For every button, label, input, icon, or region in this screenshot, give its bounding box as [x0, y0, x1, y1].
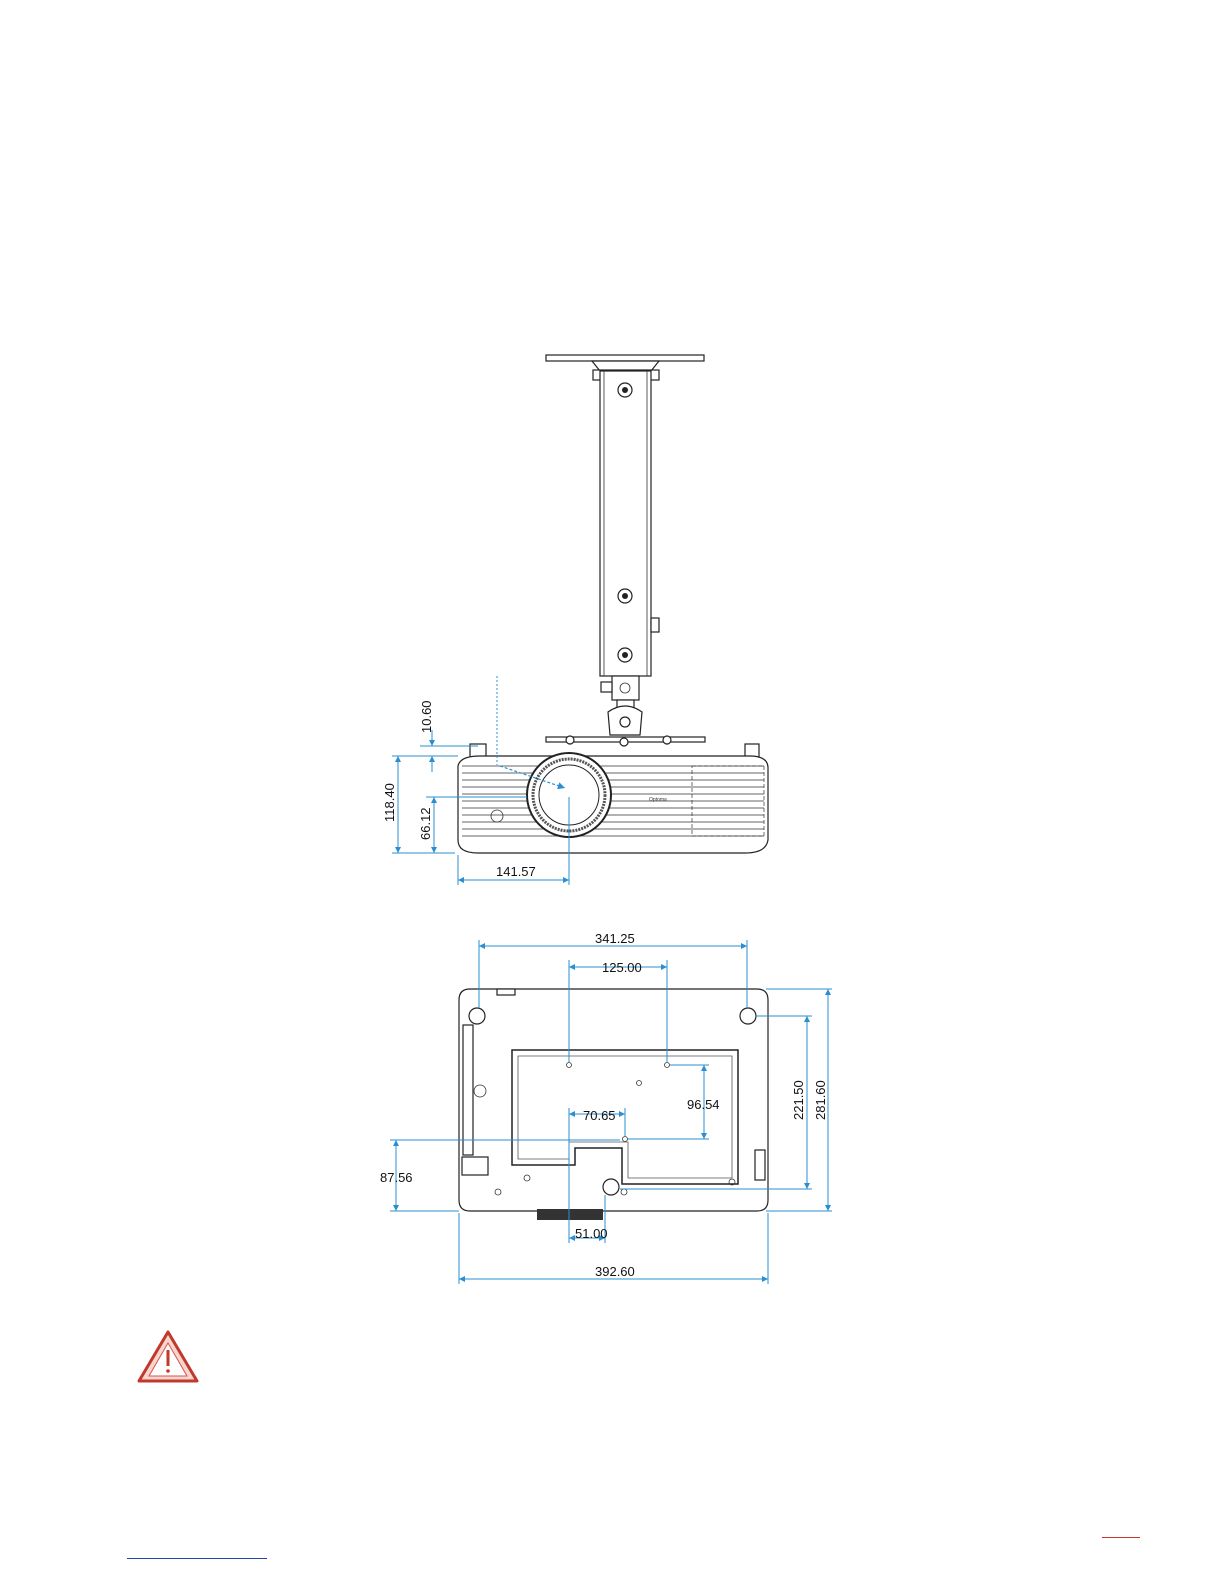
- warning-triangle-icon: [139, 1332, 197, 1381]
- svg-text:Optoma: Optoma: [649, 797, 667, 803]
- dim-depth-inner: 221.50: [791, 1080, 806, 1120]
- dim-ceiling-gap: 10.60: [419, 700, 434, 733]
- dim-projector-height: 118.40: [382, 783, 397, 822]
- dim-mount-depth: 96.54: [687, 1097, 720, 1112]
- dim-feet-span: 341.25: [595, 931, 635, 946]
- foot-icon: [469, 1008, 485, 1024]
- mount-bolt-icon: [618, 589, 632, 603]
- dim-lens-height: 66.12: [418, 807, 433, 840]
- dim-mount-span: 125.00: [602, 960, 642, 975]
- foot-icon: [740, 1008, 756, 1024]
- dim-total-width: 392.60: [595, 1264, 635, 1279]
- mount-bolt-icon: [618, 383, 632, 397]
- mount-bolt-icon: [618, 648, 632, 662]
- projector-front-view: Optoma: [458, 676, 768, 853]
- dim-mount-offset: 70.65: [583, 1108, 616, 1123]
- ceiling-mount: [546, 355, 705, 746]
- dim-lens-offset: 141.57: [496, 864, 536, 879]
- dim-depth-total: 281.60: [813, 1080, 828, 1120]
- footer-rule-right: [1102, 1537, 1140, 1538]
- footer-rule-left: [127, 1558, 267, 1559]
- dim-front-offset: 87.56: [380, 1170, 413, 1185]
- projector-bottom-view: [459, 989, 768, 1220]
- foot-icon: [603, 1179, 619, 1195]
- dim-lens-width: 51.00: [575, 1226, 608, 1241]
